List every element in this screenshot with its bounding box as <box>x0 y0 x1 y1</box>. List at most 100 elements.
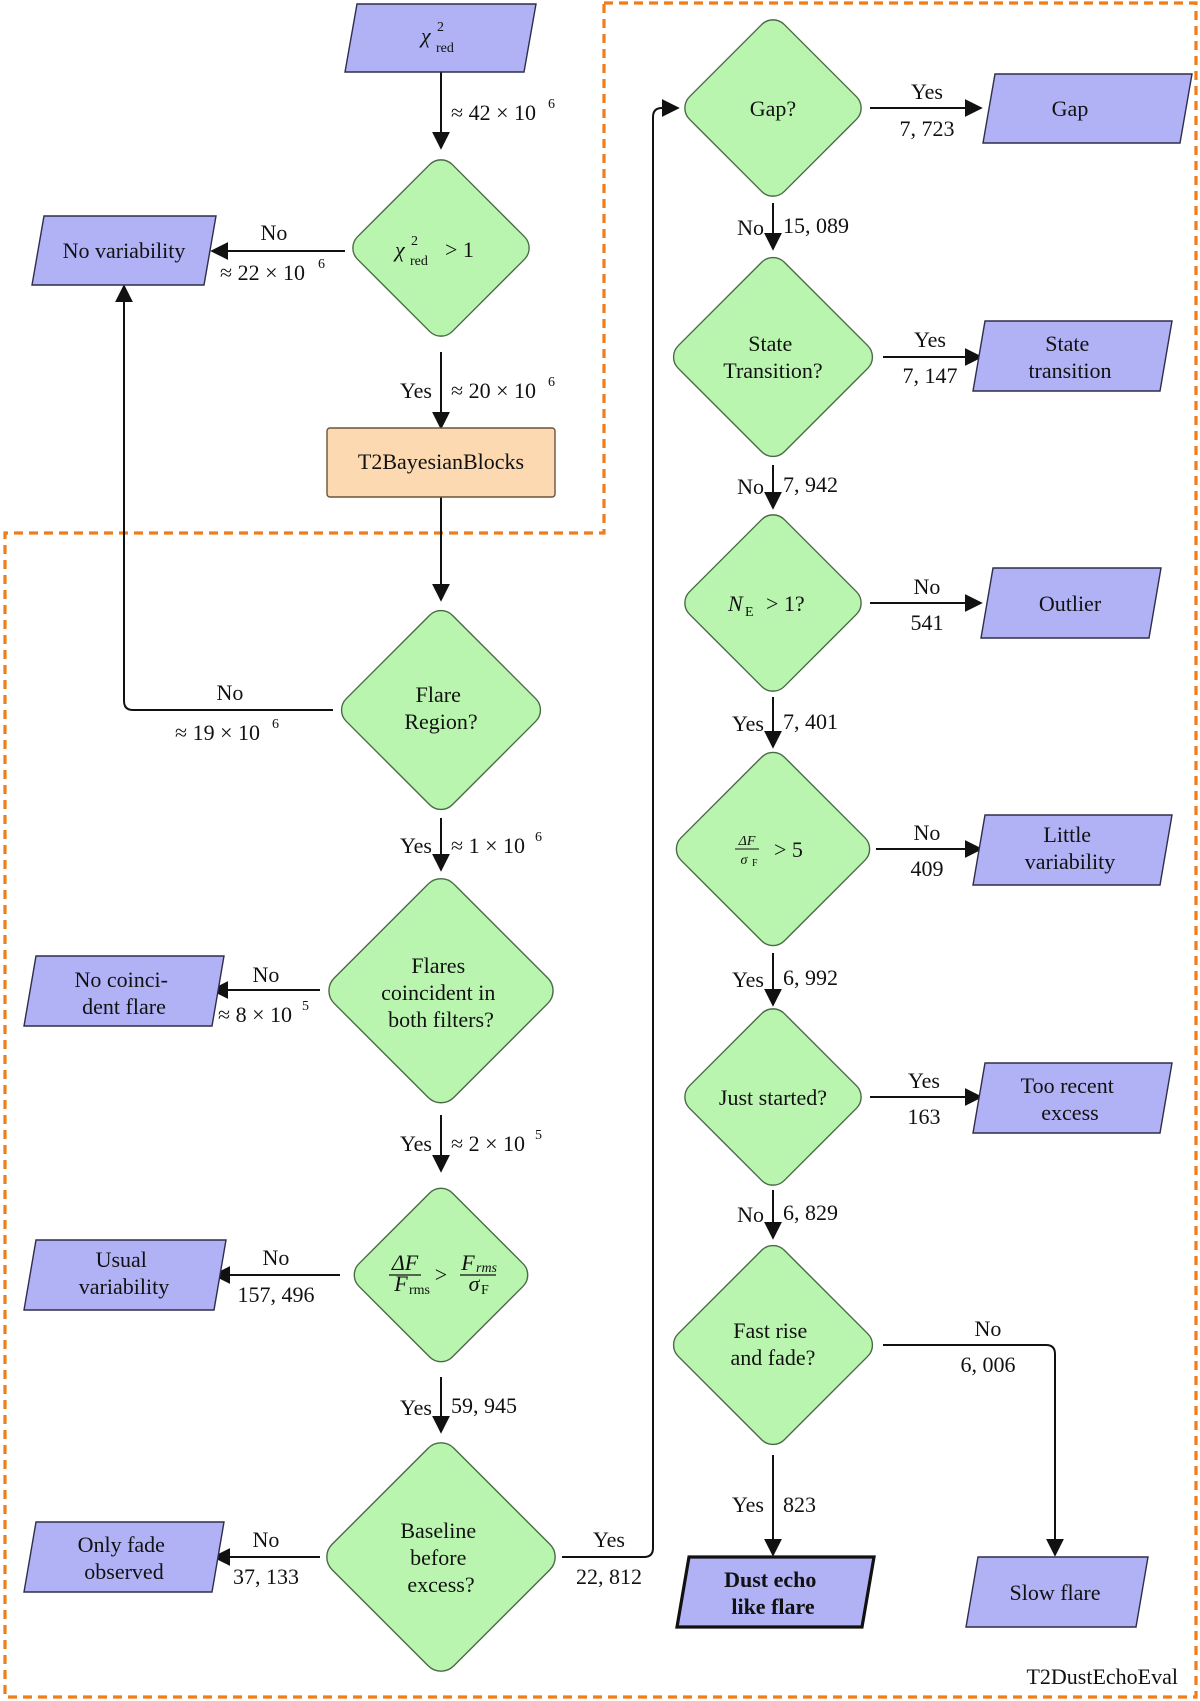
coincident-text: Flares coincident in both filters? <box>381 953 501 1032</box>
flare-region-decision: Flare Region? <box>340 609 542 811</box>
usual-test-num: ΔF <box>391 1250 419 1275</box>
chi-bayes-answer: Yes <box>400 378 432 403</box>
only-fade-line-2: observed <box>84 1559 163 1584</box>
df-den-sub: F <box>752 858 758 869</box>
outlier-label: Outlier <box>1039 591 1102 616</box>
gap-question-label: Gap? <box>750 96 796 121</box>
baseline-line-2: before <box>410 1545 466 1570</box>
coincident-line-1: Flares <box>411 953 465 978</box>
no-coincident-line-1: No coinci- <box>75 967 168 992</box>
gap-yes-answer: Yes <box>911 79 943 104</box>
just-started-decision: Just started? <box>684 1008 862 1186</box>
state-transition-decision: State Transition? <box>672 256 874 458</box>
df-no-answer: No <box>914 820 941 845</box>
usual-baseline-answer: Yes <box>400 1395 432 1420</box>
usual-test-den2: σ <box>469 1271 481 1296</box>
chi-test-tail: > 1 <box>445 237 474 262</box>
input-chi-sub: red <box>436 41 454 56</box>
ne-sub: E <box>745 605 754 620</box>
df-no-count: 409 <box>911 856 944 881</box>
dust-line-2: like flare <box>731 1594 815 1619</box>
fast-text: Fast rise and fade? <box>731 1318 816 1370</box>
coinc-usual-answer: Yes <box>400 1131 432 1156</box>
just-yes-count: 163 <box>908 1104 941 1129</box>
baseline-no-answer: No <box>253 1527 280 1552</box>
baseline-line-3: excess? <box>407 1572 474 1597</box>
usual-variability-line-2: variability <box>79 1274 169 1299</box>
flare-region-text: Flare Region? <box>404 682 477 734</box>
little-line-1: Little <box>1043 822 1091 847</box>
baseline-gap-count: 22, 812 <box>576 1564 642 1589</box>
ne-no-answer: No <box>914 574 941 599</box>
fast-no-answer: No <box>975 1316 1002 1341</box>
usual-variability-decision: ΔF F rms > F rms σ F <box>353 1187 529 1363</box>
chi-bayes-count: ≈ 20 × 10 <box>451 378 536 403</box>
state-line-2: transition <box>1028 358 1111 383</box>
just-no-answer: No <box>737 1202 764 1227</box>
df-den: σ <box>741 853 749 868</box>
state-yes-answer: Yes <box>914 327 946 352</box>
flare-coinc-answer: Yes <box>400 833 432 858</box>
input-chi-count: ≈ 42 × 10 <box>451 100 536 125</box>
gap-node: Gap <box>982 73 1193 144</box>
fast-line-1: Fast rise <box>733 1318 807 1343</box>
recent-text: Too recent excess <box>1021 1073 1120 1125</box>
edges <box>115 70 1064 1566</box>
chi-novar-count: ≈ 22 × 10 <box>220 260 305 285</box>
just-started-label: Just started? <box>719 1085 827 1110</box>
chi-novar-exp: 6 <box>318 257 325 272</box>
little-variability-node: Little variability <box>972 814 1173 886</box>
fast-no-count: 6, 006 <box>961 1352 1016 1377</box>
coincident-line-3: both filters? <box>388 1007 494 1032</box>
df-yes-count: 6, 992 <box>783 965 838 990</box>
input-chi-sup: 2 <box>437 20 444 35</box>
chi-novar-answer: No <box>261 220 288 245</box>
ne-decision: N E > 1? <box>684 514 862 692</box>
flare-region-line-1: Flare <box>416 682 461 707</box>
fast-rise-decision: Fast rise and fade? <box>672 1244 874 1446</box>
input-chi-exp: 6 <box>548 97 555 112</box>
bayesian-blocks-process: T2BayesianBlocks <box>326 427 556 498</box>
baseline-gap-answer: Yes <box>593 1527 625 1552</box>
coinc-usual-count: ≈ 2 × 10 <box>451 1131 525 1156</box>
just-yes-answer: Yes <box>908 1068 940 1093</box>
df-tail: > 5 <box>774 837 803 862</box>
coinc-no-exp: 5 <box>302 999 309 1014</box>
coinc-usual-exp: 5 <box>535 1128 542 1143</box>
slow-flare-node: Slow flare <box>965 1556 1149 1628</box>
state-question-text: State Transition? <box>723 331 822 383</box>
chi-test-sup: 2 <box>411 234 418 249</box>
ne-no-count: 541 <box>911 610 944 635</box>
usual-test-den: F <box>393 1271 408 1296</box>
state-text: State transition <box>1028 331 1111 383</box>
usual-test-op: > <box>435 1262 447 1287</box>
ne-tail: > 1? <box>766 591 805 616</box>
dust-line-1: Dust echo <box>724 1567 816 1592</box>
flare-region-line-2: Region? <box>404 709 477 734</box>
state-yes-count: 7, 147 <box>903 363 958 388</box>
coincident-line-2: coincident in <box>381 980 495 1005</box>
no-coincident-line-2: dent flare <box>82 994 166 1019</box>
df-decision: ΔF σ F > 5 <box>675 751 871 947</box>
usual-baseline-count: 59, 945 <box>451 1393 517 1418</box>
t2dustechoeval-label: T2DustEchoEval <box>1026 1664 1178 1689</box>
usual-variability-text: Usual variability <box>79 1247 169 1299</box>
outlier-node: Outlier <box>980 567 1162 639</box>
fast-yes-count: 823 <box>783 1492 816 1517</box>
state-line-1: State <box>1045 331 1089 356</box>
edge-baseline-gap <box>562 99 680 1558</box>
dust-echo-node: Dust echo like flare <box>675 1555 876 1629</box>
coincident-decision: Flares coincident in both filters? <box>328 877 554 1104</box>
baseline-text: Baseline before excess? <box>400 1518 481 1597</box>
only-fade-text: Only fade observed <box>78 1532 171 1584</box>
no-variability-label: No variability <box>63 238 186 263</box>
bayesian-blocks-label: T2BayesianBlocks <box>358 449 524 474</box>
usual-test-num2-sub: rms <box>476 1261 498 1276</box>
no-variability-node: No variability <box>31 215 217 286</box>
gap-label: Gap <box>1052 96 1089 121</box>
chi-test-label: χ <box>393 237 406 262</box>
baseline-decision: Baseline before excess? <box>326 1442 556 1672</box>
recent-line-1: Too recent <box>1021 1073 1114 1098</box>
no-coincident-text: No coinci- dent flare <box>75 967 174 1019</box>
too-recent-node: Too recent excess <box>972 1062 1173 1134</box>
